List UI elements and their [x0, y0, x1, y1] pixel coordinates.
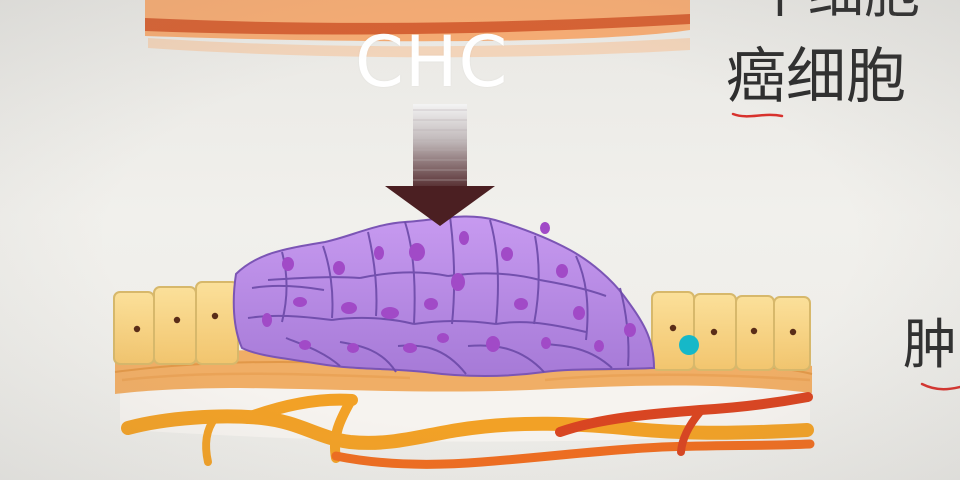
normal-cells-left: [113, 281, 239, 365]
tumor-label-partial: 肿: [903, 313, 957, 376]
upper-tissue-band: [145, 0, 690, 58]
chc-label: CHC: [355, 21, 509, 103]
blood-vessel: [121, 392, 815, 469]
partial-cell-label: 个细胞: [752, 0, 920, 26]
tumor-label-underline: [920, 382, 960, 391]
tumor-nuclei: [262, 222, 636, 353]
normal-cells-right: [651, 291, 811, 371]
down-arrow-icon: [385, 104, 495, 226]
cancer-label-underline: [731, 112, 784, 118]
tumor-cluster: [232, 215, 656, 378]
cyan-dot-icon: [679, 335, 699, 355]
cancer-cell-label: 癌细胞: [726, 42, 906, 112]
